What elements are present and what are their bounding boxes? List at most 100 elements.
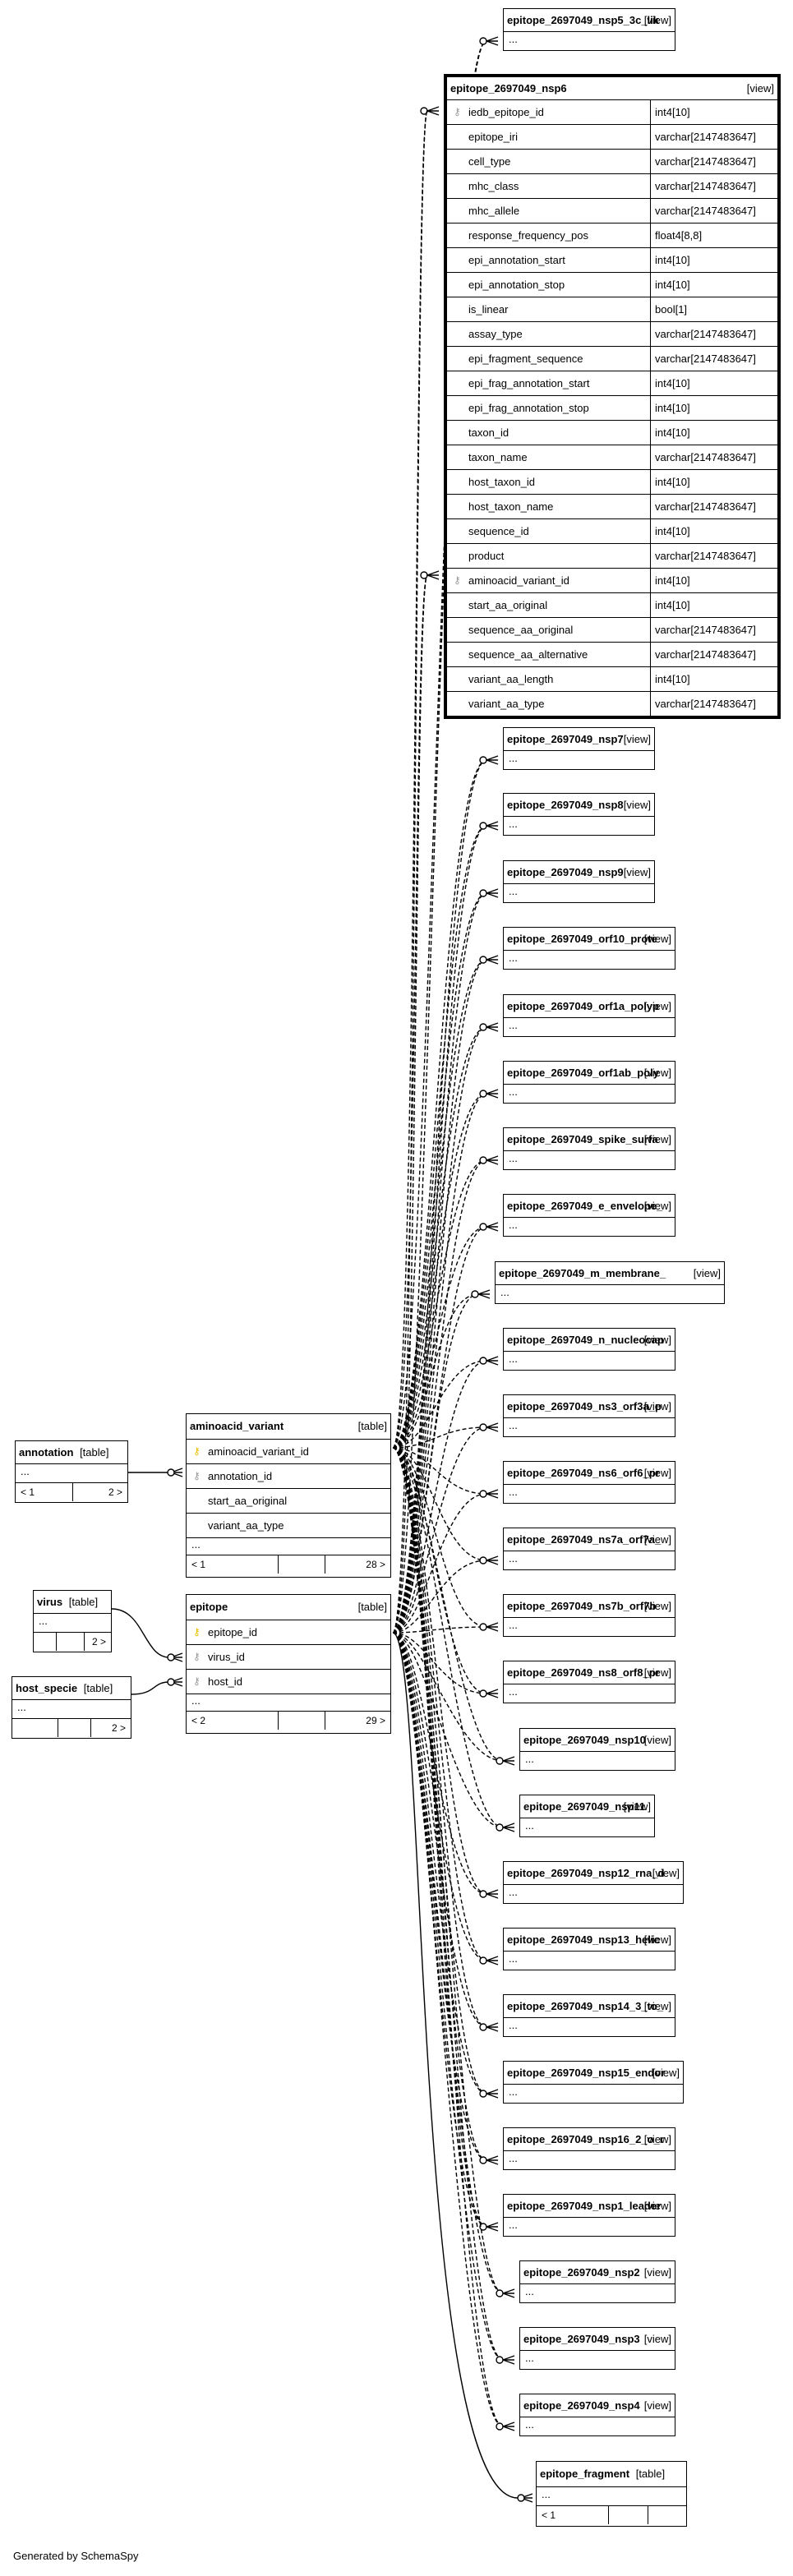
view-kind[interactable]: [view] (643, 1133, 671, 1145)
more-columns-ellipsis: ... (12, 1700, 131, 1719)
column-name: iedb_epitope_id (447, 100, 651, 124)
view-kind[interactable]: [view] (643, 1600, 671, 1612)
view-epitope-2697049-nsp7[interactable]: epitope_2697049_nsp7[view]... (503, 727, 655, 770)
view-epitope-2697049-orf1ab-poly[interactable]: epitope_2697049_orf1ab_poly[view]... (503, 1061, 675, 1104)
view-epitope-2697049-ns7b-orf7b[interactable]: epitope_2697049_ns7b_orf7b[view]... (503, 1594, 675, 1637)
edge-to-view-line (392, 1447, 504, 1762)
view-name: epitope_2697049_ns7b_orf7b (507, 1600, 657, 1612)
edge-to-view-line (392, 1632, 487, 2028)
table-kind[interactable]: [table] (80, 1446, 109, 1459)
view-epitope-2697049-nsp5-3c-lik[interactable]: epitope_2697049_nsp5_3c_lik[view]... (503, 8, 675, 51)
view-kind[interactable]: [view] (623, 866, 651, 878)
edge-virus-line (111, 1608, 170, 1658)
view-epitope-2697049-nsp1-leader[interactable]: epitope_2697049_nsp1_leader[view]... (503, 2194, 675, 2237)
view-epitope-2697049-nsp11[interactable]: epitope_2697049_nsp11[view]... (519, 1795, 655, 1837)
view-epitope-2697049-orf1a-polyp[interactable]: epitope_2697049_orf1a_polyp[view]... (503, 994, 675, 1037)
view-kind[interactable]: [view] (643, 2333, 671, 2345)
view-kind[interactable]: [view] (643, 2133, 671, 2145)
view-epitope-2697049-spike-surfa[interactable]: epitope_2697049_spike_surfa[view]... (503, 1127, 675, 1170)
view-epitope-2697049-ns3-orf3a-p[interactable]: epitope_2697049_ns3_orf3a_p[view]... (503, 1394, 675, 1437)
view-epitope-2697049-ns6-orf6-pr[interactable]: epitope_2697049_ns6_orf6_pr[view]... (503, 1461, 675, 1504)
view-epitope-2697049-nsp6[interactable]: epitope_2697049_nsp6 [view] iedb_epitope… (444, 74, 781, 719)
zero-optional-marker (496, 1823, 504, 1832)
view-name: epitope_2697049_nsp14_3_to_ (507, 2000, 664, 2012)
view-epitope-2697049-nsp3[interactable]: epitope_2697049_nsp3[view]... (519, 2327, 675, 2370)
view-kind[interactable]: [view] (643, 14, 671, 26)
view-kind[interactable]: [view] (643, 1334, 671, 1346)
crows-foot-connector (502, 2288, 515, 2298)
view-kind[interactable]: [view] (643, 1933, 671, 1946)
view-epitope-2697049-e-envelope-[interactable]: epitope_2697049_e_envelope_[view]... (503, 1194, 675, 1237)
view-epitope-2697049-orf10-prote[interactable]: epitope_2697049_orf10_prote[view]... (503, 927, 675, 970)
parent-count: < 1 (16, 1483, 73, 1501)
view-kind[interactable]: [view] (623, 1800, 651, 1813)
more-columns-ellipsis: ... (509, 1952, 518, 1965)
view-kind[interactable]: [view] (623, 733, 651, 745)
view-kind[interactable]: [view] (693, 1267, 721, 1279)
column-name: epi_fragment_sequence (447, 347, 651, 371)
view-epitope-2697049-nsp4[interactable]: epitope_2697049_nsp4[view]... (519, 2394, 675, 2436)
view-epitope-2697049-nsp2[interactable]: epitope_2697049_nsp2[view]... (519, 2260, 675, 2303)
view-kind[interactable]: [view] (643, 2200, 671, 2212)
view-kind[interactable]: [view] (643, 1000, 671, 1012)
zero-optional-marker (479, 1556, 487, 1564)
view-epitope-2697049-nsp12-rna-d[interactable]: epitope_2697049_nsp12_rna_d[view]... (503, 1861, 684, 1904)
view-header: epitope_2697049_nsp9[view] (504, 861, 654, 884)
table-kind[interactable]: [table] (635, 2468, 666, 2480)
view-header: epitope_2697049_orf1a_polyp[view] (504, 995, 675, 1018)
view-kind[interactable]: [view] (643, 1666, 671, 1679)
table-kind[interactable]: [table] (357, 1601, 387, 1613)
view-kind[interactable]: [view] (643, 1467, 671, 1479)
more-columns-ellipsis: ... (509, 1886, 518, 1898)
view-epitope-2697049-nsp9[interactable]: epitope_2697049_nsp9[view]... (503, 860, 655, 903)
column-name: mhc_allele (447, 199, 651, 223)
view-epitope-2697049-n-nucleocap[interactable]: epitope_2697049_n_nucleocap[view]... (503, 1328, 675, 1371)
view-kind[interactable]: [view] (643, 933, 671, 945)
relationship-counts: < 1 28 > (187, 1555, 390, 1574)
view-kind[interactable]: [view] (643, 2000, 671, 2012)
table-host-specie[interactable]: host_specie [table] ... 2 > (12, 1676, 131, 1739)
view-kind[interactable]: [view] (643, 1400, 671, 1412)
table-annotation[interactable]: annotation [table] ... < 1 2 > (15, 1440, 128, 1503)
foreign-key-icon: ⚷ (193, 1675, 201, 1687)
more-columns-ellipsis: ... (187, 1694, 390, 1712)
view-name: epitope_2697049_n_nucleocap (507, 1334, 664, 1346)
view-name: epitope_2697049_orf1ab_poly (507, 1067, 659, 1079)
table-epitope[interactable]: epitope [table] ⚷epitope_id⚷virus_id⚷hos… (186, 1594, 391, 1734)
view-epitope-2697049-nsp13-helic[interactable]: epitope_2697049_nsp13_helic[view]... (503, 1928, 675, 1970)
view-epitope-2697049-nsp14-3-to-[interactable]: epitope_2697049_nsp14_3_to_[view]... (503, 1994, 675, 2037)
view-epitope-2697049-ns7a-orf7a-[interactable]: epitope_2697049_ns7a_orf7a_[view]... (503, 1528, 675, 1570)
view-epitope-2697049-nsp15-endor[interactable]: epitope_2697049_nsp15_endor[view]... (503, 2061, 684, 2104)
table-kind[interactable]: [table] (68, 1596, 99, 1608)
primary-key-icon: ⚷ (193, 1626, 201, 1638)
view-kind[interactable]: [view] (643, 2266, 671, 2279)
zero-optional-marker (479, 1689, 487, 1698)
table-kind[interactable]: [table] (83, 1682, 113, 1694)
view-kind[interactable]: [view] (643, 1533, 671, 1546)
crows-foot-connector (502, 1756, 515, 1766)
view-epitope-2697049-m-membrane-[interactable]: epitope_2697049_m_membrane_[view]... (495, 1261, 725, 1304)
view-kind[interactable]: [view] (652, 1867, 680, 1879)
view-kind[interactable]: [view] (643, 1734, 671, 1746)
more-columns-ellipsis: ... (500, 1286, 509, 1298)
view-kind[interactable]: [view] (746, 82, 774, 94)
view-epitope-2697049-nsp10[interactable]: epitope_2697049_nsp10[view]... (519, 1728, 675, 1771)
view-kind[interactable]: [view] (652, 2067, 680, 2079)
view-kind[interactable]: [view] (643, 1200, 671, 1212)
table-epitope-fragment[interactable]: epitope_fragment [table] ... < 1 (536, 2461, 687, 2527)
edge-to-view-line (392, 1447, 504, 2361)
table-aminoacid-variant[interactable]: aminoacid_variant [table] ⚷aminoacid_var… (186, 1413, 391, 1578)
view-epitope-2697049-ns8-orf8-pr[interactable]: epitope_2697049_ns8_orf8_pr[view]... (503, 1661, 675, 1703)
crows-foot-connector (170, 1468, 183, 1477)
view-epitope-2697049-nsp8[interactable]: epitope_2697049_nsp8[view]... (503, 793, 655, 836)
view-kind[interactable]: [view] (643, 2399, 671, 2412)
table-kind[interactable]: [table] (357, 1420, 387, 1432)
view-epitope-2697049-nsp16-2-o-r[interactable]: epitope_2697049_nsp16_2_o_r[view]... (503, 2127, 675, 2170)
table-virus[interactable]: virus [table] ... 2 > (33, 1590, 112, 1652)
edge-to-view-line (392, 1632, 504, 1828)
view-kind[interactable]: [view] (623, 799, 651, 811)
view-kind[interactable]: [view] (643, 1067, 671, 1079)
